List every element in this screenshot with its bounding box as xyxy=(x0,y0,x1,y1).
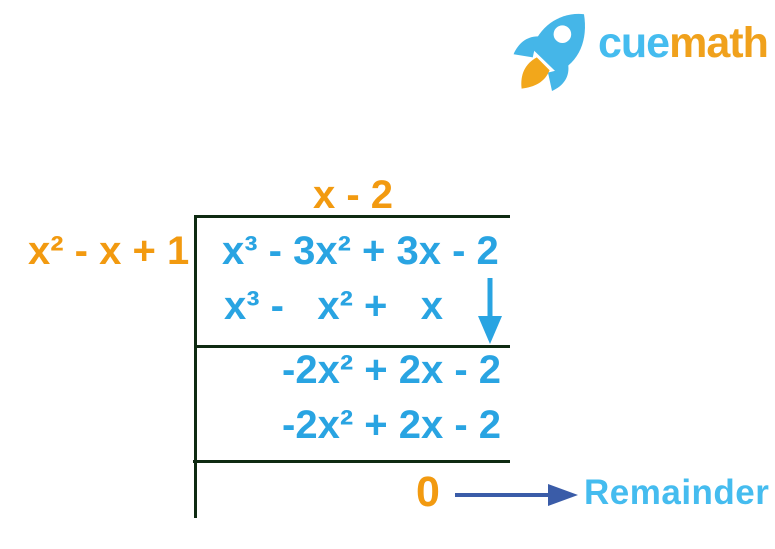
cuemath-logo: cuemath xyxy=(510,8,770,92)
divisor-text: x² - x + 1 xyxy=(28,229,190,273)
wordmark-cue: cue xyxy=(598,19,670,67)
remainder-arrow-icon xyxy=(455,484,578,506)
cuemath-wordmark: cuemath xyxy=(598,19,769,67)
step2-subtrahend-text: -2x² + 2x - 2 xyxy=(282,403,502,447)
wordmark-math: math xyxy=(669,19,769,67)
quotient-text: x - 2 xyxy=(313,173,394,217)
remainder-value: 0 xyxy=(416,468,440,516)
division-bottom-line xyxy=(193,460,510,463)
division-middle-line xyxy=(194,345,510,348)
step1-result-text: -2x² + 2x - 2 xyxy=(282,348,502,392)
step1-subtrahend-text: x³ - x² + x xyxy=(224,284,443,328)
rocket-icon xyxy=(513,13,585,91)
down-arrow-icon xyxy=(478,278,502,344)
remainder-label: Remainder xyxy=(584,473,770,512)
division-vertical-line xyxy=(194,215,197,518)
division-top-line xyxy=(194,215,510,218)
dividend-text: x³ - 3x² + 3x - 2 xyxy=(222,229,499,273)
